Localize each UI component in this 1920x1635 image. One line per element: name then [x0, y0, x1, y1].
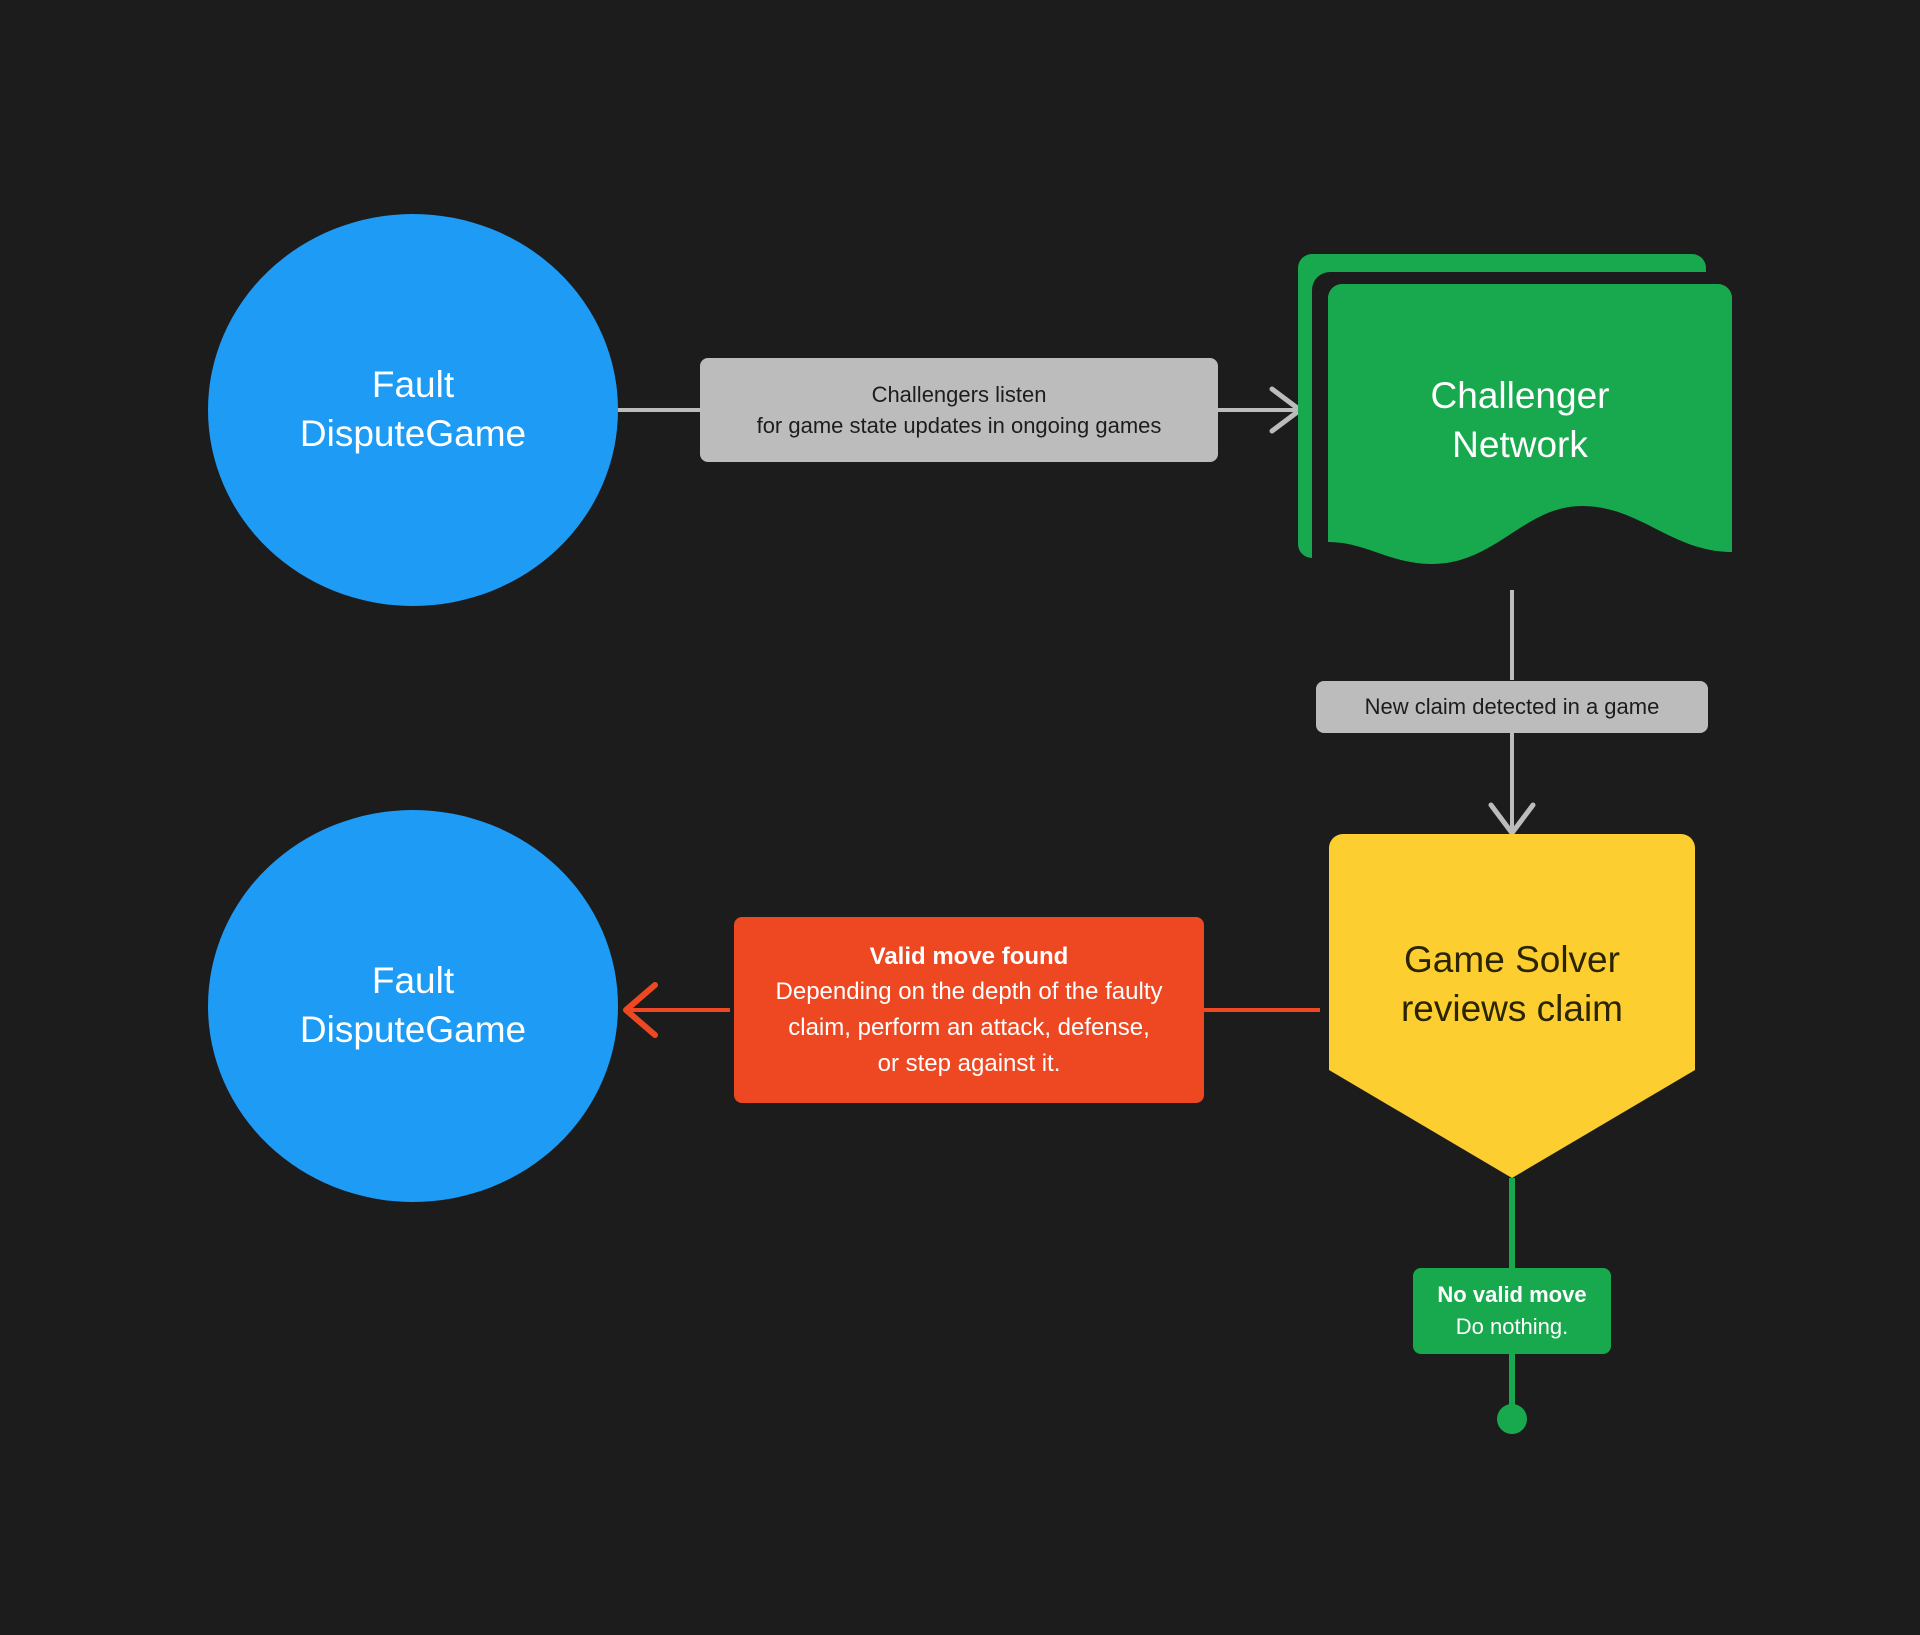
arrowhead-new-claim-icon	[1488, 802, 1536, 836]
edge-label-challengers-listen-line1: Challengers listen	[871, 381, 1047, 407]
arrowhead-valid-move-icon	[623, 982, 658, 1038]
edge-label-no-valid-move-line1: No valid move	[1437, 1281, 1587, 1307]
edge-label-valid-move: Valid move found Depending on the depth …	[734, 917, 1204, 1103]
edge-label-valid-move-line1: Valid move found	[869, 942, 1069, 970]
connector-no-valid-move	[1497, 1178, 1527, 1434]
challenger-network-front-sheet	[1328, 284, 1732, 564]
edge-label-new-claim: New claim detected in a game	[1316, 681, 1708, 733]
edge-label-new-claim-line1: New claim detected in a game	[1364, 694, 1660, 720]
edge-label-challengers-listen: Challengers listen for game state update…	[700, 358, 1218, 462]
game-solver-shield-shape	[1329, 834, 1695, 1178]
edge-label-no-valid-move-line2: Do nothing.	[1455, 1314, 1569, 1339]
edge-label-valid-move-line4: or step against it.	[877, 1049, 1061, 1077]
edge-label-valid-move-line3: claim, perform an attack, defense,	[788, 1014, 1150, 1041]
edge-label-valid-move-line2: Depending on the depth of the faulty	[775, 978, 1163, 1006]
connector-valid-move	[623, 982, 1320, 1038]
edge-label-challengers-listen-line2: for game state updates in ongoing games	[756, 413, 1162, 438]
edge-label-no-valid-move: No valid move Do nothing.	[1413, 1268, 1611, 1354]
terminator-dot	[1497, 1404, 1527, 1434]
